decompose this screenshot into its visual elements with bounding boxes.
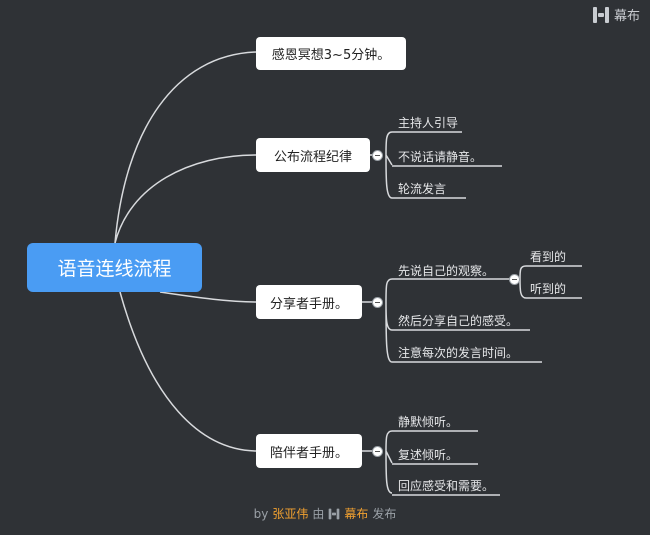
collapse-toggle-3[interactable] <box>372 297 383 308</box>
footer-via: 由 <box>312 507 325 521</box>
leaf-t3-2[interactable]: 然后分享自己的感受。 <box>398 314 519 328</box>
leaf-gc-1[interactable]: 看到的 <box>530 250 567 264</box>
topic-node-4[interactable]: 陪伴者手册。 <box>256 434 362 468</box>
connector-t3-stem <box>362 278 393 363</box>
leaf-t4-1[interactable]: 静默倾听。 <box>398 415 459 429</box>
topic-label-4: 陪伴者手册。 <box>269 445 348 461</box>
connector-topic-3 <box>159 291 257 303</box>
topic-node-3[interactable]: 分享者手册。 <box>256 285 362 319</box>
connector-topic-2 <box>114 154 257 244</box>
mubu-logo-icon <box>329 508 340 519</box>
topic-label-2: 公布流程纪律 <box>273 149 352 165</box>
connector-topic-4 <box>119 291 257 452</box>
brand-logo: 幕布 <box>592 5 640 24</box>
footer-brand: 幕布 <box>344 507 369 521</box>
collapse-toggle-3a[interactable] <box>509 274 520 285</box>
footer-publish: 发布 <box>372 507 397 521</box>
leaf-t4-3[interactable]: 回应感受和需要。 <box>398 479 495 493</box>
collapse-toggle-4[interactable] <box>372 446 383 457</box>
root-node-label: 语音连线流程 <box>57 258 172 280</box>
leaf-t3-3[interactable]: 注意每次的发言时间。 <box>398 346 519 360</box>
brand-name: 幕布 <box>613 9 640 24</box>
topic-label-3: 分享者手册。 <box>269 296 348 312</box>
collapse-toggle-2[interactable] <box>372 150 383 161</box>
topic-node-1[interactable]: 感恩冥想3~5分钟。 <box>256 37 406 70</box>
footer-author: 张亚伟 <box>272 507 309 521</box>
leaf-gc-2[interactable]: 听到的 <box>530 282 567 296</box>
connector-t2-stem <box>370 131 393 199</box>
leaf-t2-3[interactable]: 轮流发言 <box>398 182 447 196</box>
footer-credit: by 张亚伟 由 幕布 发布 <box>0 505 650 522</box>
root-node[interactable]: 语音连线流程 <box>27 243 202 292</box>
leaf-t2-2[interactable]: 不说话请静音。 <box>398 150 483 164</box>
connector-topic-1 <box>114 51 257 244</box>
footer-by: by <box>253 506 269 521</box>
leaf-t2-1[interactable]: 主持人引导 <box>398 116 459 130</box>
connector-t4-stem <box>362 430 393 494</box>
mubu-logo-icon <box>592 6 609 23</box>
topic-node-2[interactable]: 公布流程纪律 <box>256 138 370 172</box>
leaf-t3-1[interactable]: 先说自己的观察。 <box>398 264 495 278</box>
topic-label-1: 感恩冥想3~5分钟。 <box>271 48 391 63</box>
leaf-t4-2[interactable]: 复述倾听。 <box>398 448 459 462</box>
